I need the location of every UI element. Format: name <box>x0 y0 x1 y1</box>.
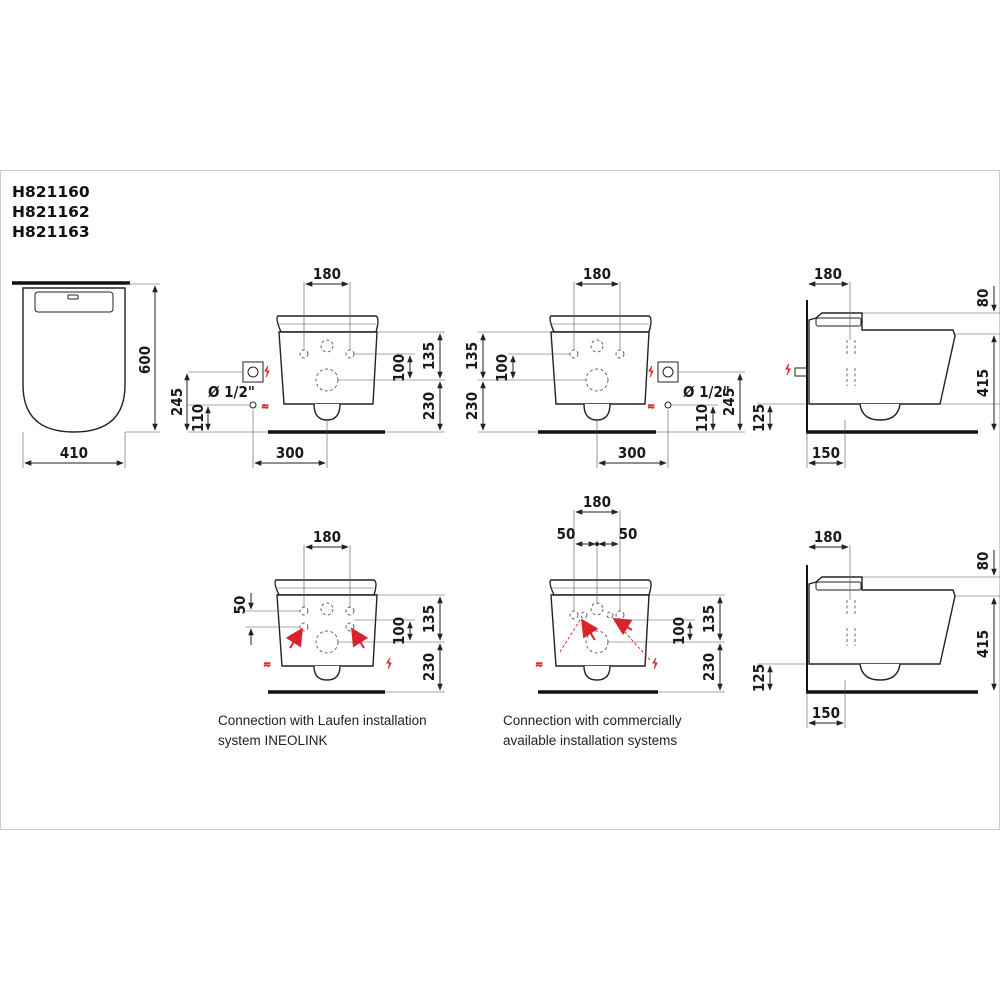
install-commercial-view: ≈ 180 50 50 100 135 230 <box>536 493 725 694</box>
svg-text:≈: ≈ <box>264 659 270 671</box>
dimension-label: 100 <box>390 354 408 382</box>
caption-ineolink: Connection with Laufen installation <box>218 713 427 728</box>
dimension-label: 50 <box>619 525 638 543</box>
dimension-label: 180 <box>313 528 341 546</box>
dimension-label: 230 <box>463 392 481 420</box>
diameter-label: Ø 1/2" <box>208 383 255 401</box>
dimension-label: 110 <box>189 404 207 432</box>
dimension-label: 135 <box>700 605 718 633</box>
caption-commercial: Connection with commercially <box>503 713 682 728</box>
dimension-label: 415 <box>974 630 992 658</box>
dimension-label: 180 <box>583 265 611 283</box>
product-code: H821160 <box>12 183 90 201</box>
svg-text:≈: ≈ <box>536 659 542 671</box>
dimension-label: 135 <box>463 342 481 370</box>
front-view-left: 180 100 135 230 ≈ Ø 1/2" 245 110 300 <box>168 265 445 468</box>
front-view-right: 180 135 100 230 ≈ Ø 1/2" 110 245 300 <box>463 265 745 468</box>
dimension-label: 230 <box>700 653 718 681</box>
install-ineolink-view: ≈ 180 50 100 135 230 <box>231 528 445 694</box>
dimension-label: 180 <box>814 528 842 546</box>
dimension-label: 180 <box>583 493 611 511</box>
side-view-bottom: 180 80 415 125 150 <box>750 528 1000 728</box>
dimension-label: 300 <box>618 444 646 462</box>
dim-height: 600 <box>136 346 154 374</box>
product-code: H821162 <box>12 203 90 221</box>
dimension-label: 50 <box>231 596 249 615</box>
dimension-label: 150 <box>812 444 840 462</box>
dimension-label: 245 <box>720 388 738 416</box>
caption-ineolink: system INEOLINK <box>218 733 328 748</box>
dim-width: 410 <box>60 444 88 462</box>
dimension-label: 125 <box>750 404 768 432</box>
dimension-label: 100 <box>493 354 511 382</box>
dimension-label: 80 <box>974 552 992 571</box>
dimension-label: 100 <box>670 617 688 645</box>
dimension-label: 230 <box>420 392 438 420</box>
caption-commercial: available installation systems <box>503 733 677 748</box>
product-code: H821163 <box>12 223 90 241</box>
dimension-label: 125 <box>750 664 768 692</box>
dimension-label: 135 <box>420 605 438 633</box>
dimension-label: 80 <box>974 289 992 308</box>
top-view: 600 410 <box>12 281 160 468</box>
dimension-label: 230 <box>420 653 438 681</box>
sheet-frame <box>0 170 1000 830</box>
dim-top: 180 <box>313 265 341 283</box>
svg-text:≈: ≈ <box>262 401 268 413</box>
dimension-label: 150 <box>812 704 840 722</box>
dimension-label: 110 <box>693 404 711 432</box>
dimension-label: 50 <box>557 525 576 543</box>
dimension-label: 135 <box>420 342 438 370</box>
dimension-label: 300 <box>276 444 304 462</box>
svg-text:≈: ≈ <box>648 401 654 413</box>
dimension-label: 415 <box>974 369 992 397</box>
side-view-top: 180 80 415 125 150 <box>750 265 1000 468</box>
dimension-label: 180 <box>814 265 842 283</box>
dimension-label: Ø 1/2" <box>683 383 730 401</box>
dimension-label: 245 <box>168 388 186 416</box>
dimension-label: 100 <box>390 617 408 645</box>
